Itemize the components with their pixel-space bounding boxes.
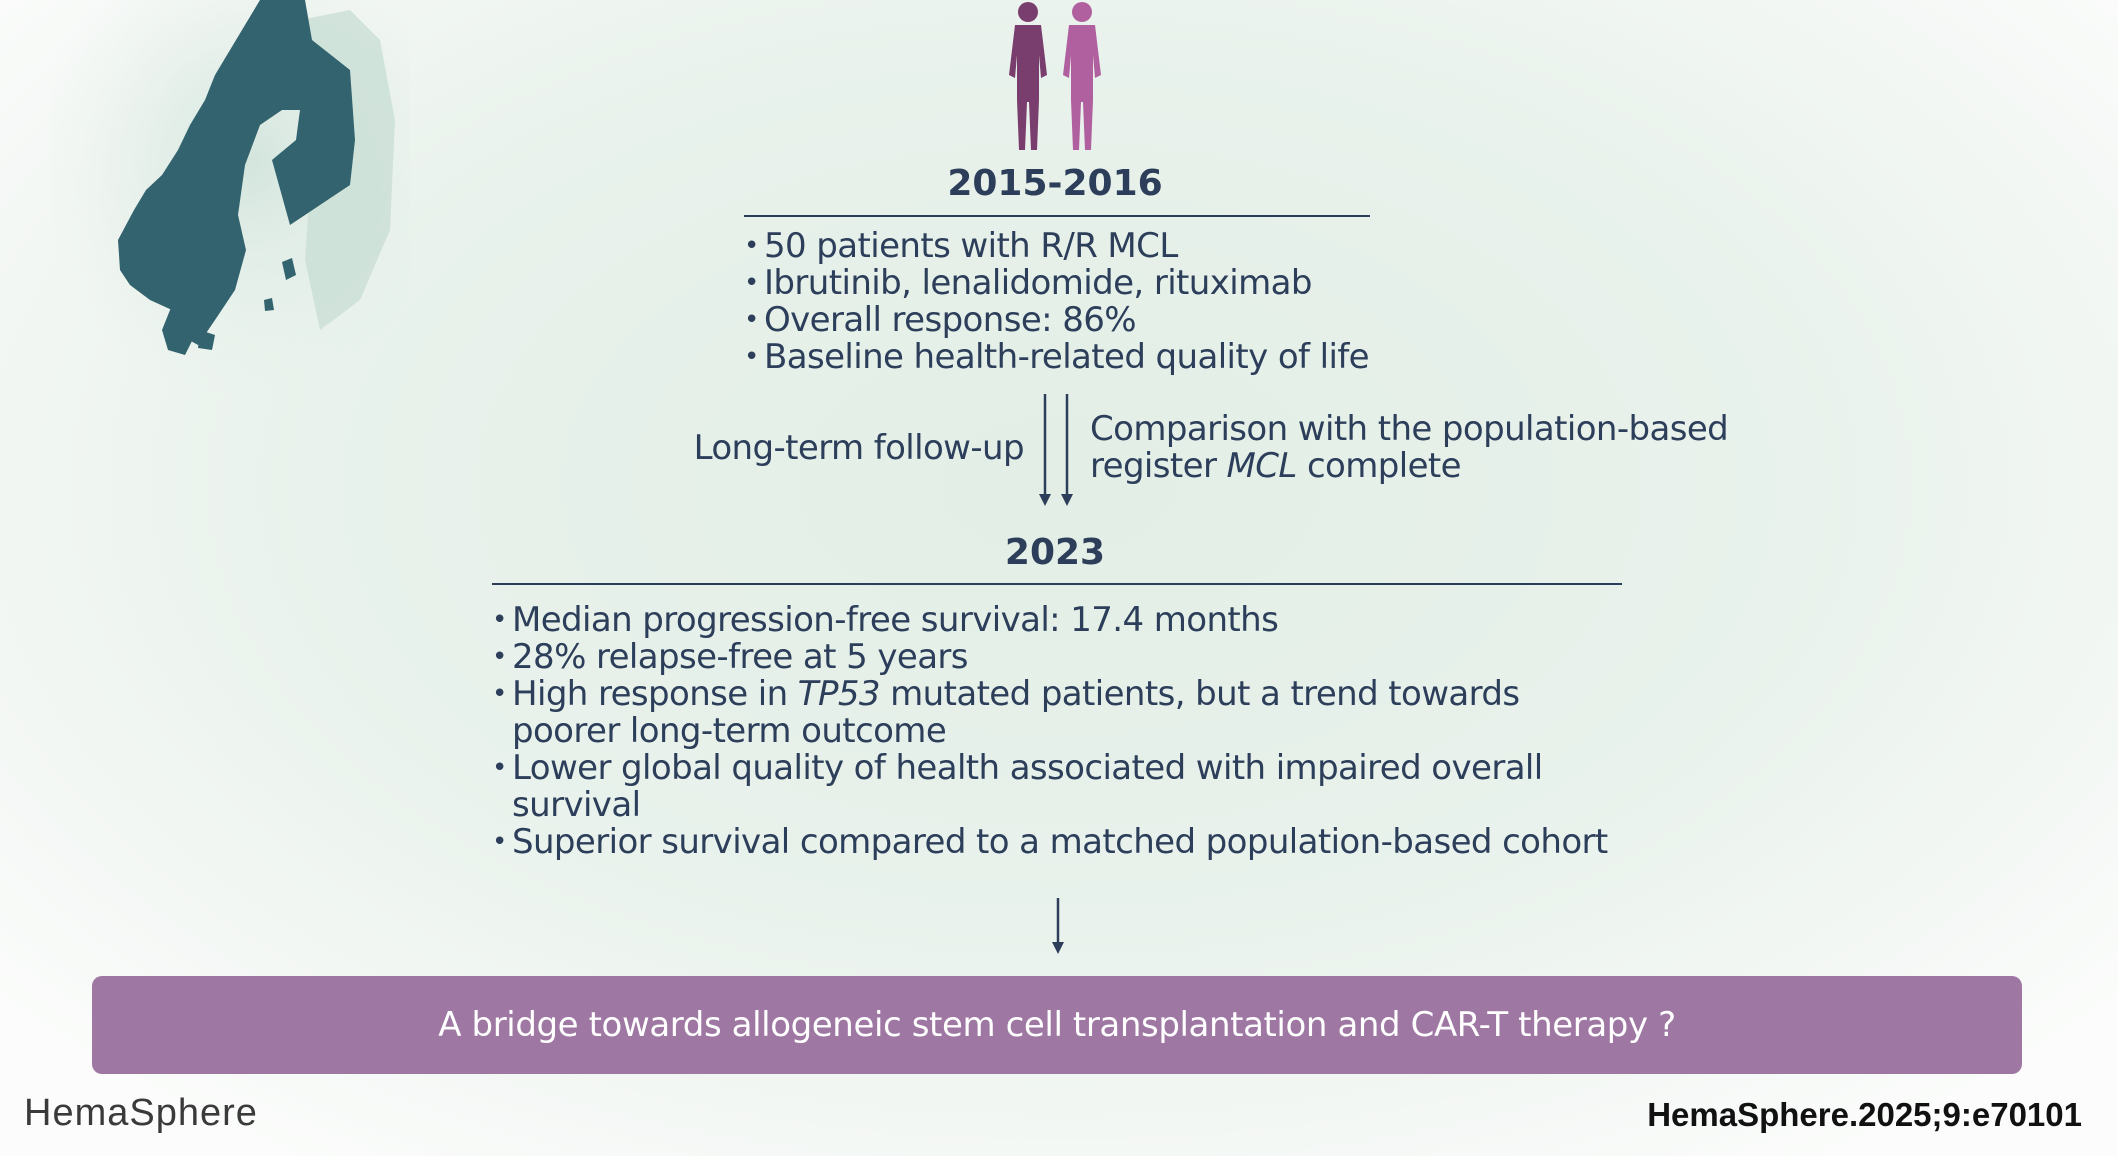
list-item: Superior survival compared to a matched …: [492, 824, 1642, 862]
list-item: 50 patients with R/R MCL: [744, 228, 1444, 266]
comparison-label-line2: register MCL complete: [1090, 446, 1462, 486]
list-item: High response in TP53 mutated patients, …: [492, 676, 1642, 750]
nordic-map-icon: [50, 0, 410, 400]
double-down-arrow-icon: [1039, 394, 1073, 506]
divider-bottom: [492, 583, 1622, 585]
citation: HemaSphere.2025;9:e70101: [1647, 1096, 2082, 1133]
outcomes-list: Median progression-free survival: 17.4 m…: [492, 602, 1642, 862]
list-item: 28% relapse-free at 5 years: [492, 639, 1642, 677]
year-heading-2015-2016: 2015-2016: [947, 163, 1163, 204]
baseline-list: 50 patients with R/R MCL Ibrutinib, lena…: [744, 228, 1444, 377]
list-item: Baseline health-related quality of life: [744, 339, 1444, 377]
journal-logo: HemaSphere: [24, 1092, 258, 1134]
tp53-gene: TP53: [797, 674, 881, 714]
list-item: Ibrutinib, lenalidomide, rituximab: [744, 265, 1444, 303]
comparison-label: Comparison with the population-based reg…: [1090, 411, 1850, 485]
down-arrow-icon: [1052, 898, 1064, 954]
conclusion-box: A bridge towards allogeneic stem cell tr…: [92, 976, 2022, 1074]
comparison-label-line1: Comparison with the population-based: [1090, 409, 1729, 449]
list-item: Lower global quality of health associate…: [492, 750, 1642, 824]
people-icon: [1009, 2, 1101, 150]
list-item: Median progression-free survival: 17.4 m…: [492, 602, 1642, 640]
conclusion-text: A bridge towards allogeneic stem cell tr…: [438, 1005, 1676, 1045]
mcl-register-name: MCL: [1226, 446, 1298, 486]
list-item: Overall response: 86%: [744, 302, 1444, 340]
year-heading-2023: 2023: [1004, 532, 1106, 573]
divider-top: [744, 215, 1370, 217]
long-term-follow-up-label: Long-term follow-up: [693, 428, 1025, 468]
